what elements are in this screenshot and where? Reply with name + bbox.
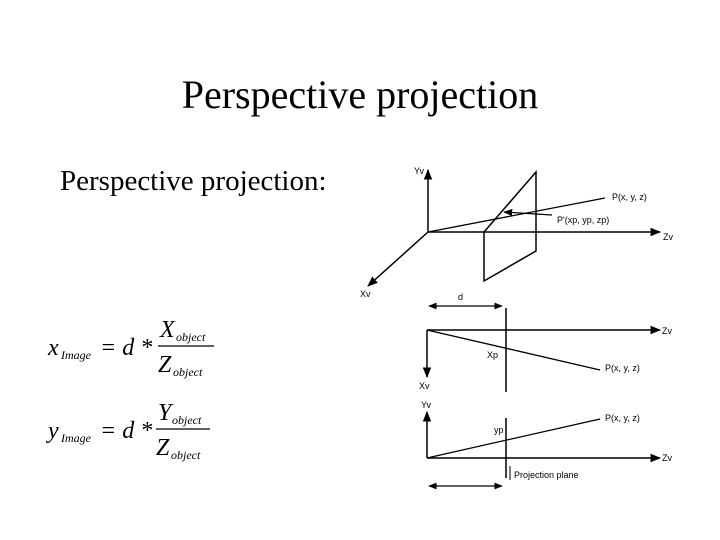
subtitle: Perspective projection: bbox=[60, 165, 327, 197]
projection-arrow bbox=[503, 208, 553, 217]
projection-ray bbox=[427, 197, 606, 233]
label-zv-side: Zv bbox=[662, 453, 672, 463]
formula-y-num-var: Y bbox=[158, 400, 174, 426]
formula-x-lhs-sub: Image bbox=[60, 348, 92, 362]
label-zv-3d: Zv bbox=[663, 232, 673, 242]
label-yv-side: Yv bbox=[421, 400, 432, 410]
formula-x-num-var: X bbox=[159, 317, 176, 343]
diagram-3d: Yv P(x, y, z) P'(xp, yp, zp) Zv Xv bbox=[360, 166, 673, 299]
formula-x-eq: = d * bbox=[100, 335, 152, 361]
formula-x-image: x Image = d * X object Z object bbox=[47, 317, 214, 379]
formula-y-lhs-var: y bbox=[46, 418, 59, 444]
projection-ray-side bbox=[426, 418, 601, 459]
label-point-p-3d: P(x, y, z) bbox=[612, 192, 647, 202]
label-d: d bbox=[458, 292, 463, 302]
label-point-p-side: P(x, y, z) bbox=[605, 413, 640, 423]
label-xp: Xp bbox=[487, 350, 498, 360]
formula-y-eq: = d * bbox=[100, 418, 152, 444]
diagram-top-view: d Zv Xp P(x, y, z) Xv bbox=[419, 292, 672, 392]
label-projection-plane: Projection plane bbox=[514, 470, 579, 480]
formula-x-num-sub: object bbox=[176, 330, 206, 344]
formula-y-den-sub: object bbox=[171, 448, 201, 462]
formula-y-image: y Image = d * Y object Z object bbox=[46, 400, 210, 462]
label-xv-3d: Xv bbox=[360, 289, 371, 299]
formula-y-den-var: Z bbox=[156, 435, 170, 461]
formula-x-den-sub: object bbox=[173, 365, 203, 379]
projection-plane bbox=[483, 169, 537, 283]
page-title: Perspective projection bbox=[181, 72, 539, 117]
formula-y-num-sub: object bbox=[172, 413, 202, 427]
label-zv-top: Zv bbox=[662, 326, 672, 336]
label-yv-3d: Yv bbox=[414, 166, 425, 176]
label-yp: yp bbox=[494, 425, 504, 435]
label-xv-top: Xv bbox=[419, 381, 430, 391]
formula-x-lhs-var: x bbox=[47, 335, 59, 361]
formula-y-lhs-sub: Image bbox=[60, 431, 92, 445]
formula-x-den-var: Z bbox=[158, 352, 172, 378]
axis-x-line bbox=[367, 231, 429, 287]
diagram-side-view: Yv P(x, y, z) yp Zv Projection plane bbox=[421, 400, 672, 490]
projection-ray-top bbox=[426, 329, 601, 371]
label-point-proj: P'(xp, yp, zp) bbox=[557, 215, 609, 225]
label-point-p-top: P(x, y, z) bbox=[605, 363, 640, 373]
